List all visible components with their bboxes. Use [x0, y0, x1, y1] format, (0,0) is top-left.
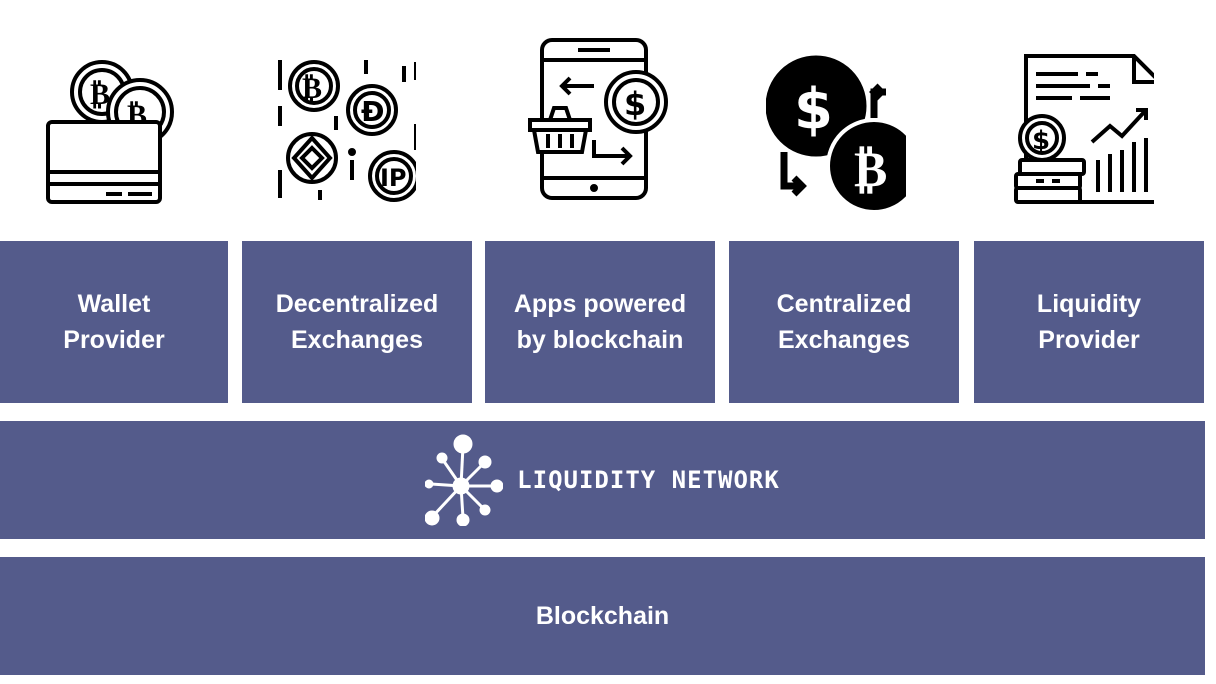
network-node-logo-icon	[424, 434, 504, 527]
liquidity-network-layer: LIQUIDITY NETWORK	[0, 421, 1205, 539]
currency-exchange-icon: $ ₿	[766, 30, 906, 216]
svg-text:IP: IP	[380, 164, 407, 192]
box-label-line1: Decentralized	[275, 290, 439, 318]
wallet-coins-icon: ₿ ₿	[44, 30, 184, 216]
financial-report-icon: $	[1014, 30, 1154, 216]
blockchain-apps-box: Apps powered by blockchain	[485, 241, 715, 403]
svg-text:₿: ₿	[302, 71, 322, 106]
box-label-line1: Wallet	[77, 290, 151, 318]
svg-text:₿: ₿	[90, 77, 110, 112]
box-label-line2: Exchanges	[290, 326, 423, 354]
box-label-line2: Exchanges	[777, 326, 910, 354]
svg-text:Đ: Đ	[361, 95, 384, 128]
box-label-line1: Liquidity	[1036, 290, 1142, 318]
box-label-line2: Provider	[1038, 326, 1140, 354]
svg-text:$: $	[624, 85, 646, 123]
crypto-tokens-icon: ₿ Đ IP	[276, 30, 416, 216]
box-label-line2: by blockchain	[516, 326, 684, 354]
box-label-line1: Centralized	[776, 290, 912, 318]
svg-text:₿: ₿	[854, 140, 887, 198]
mobile-payment-icon: $	[528, 30, 668, 216]
blockchain-label: Blockchain	[535, 601, 670, 630]
svg-text:$: $	[1032, 126, 1050, 156]
box-label-line1: Apps powered	[513, 290, 687, 318]
blockchain-layer: Blockchain	[0, 557, 1205, 675]
liquidity-network-label: LIQUIDITY NETWORK	[517, 466, 780, 494]
box-label-line2: Provider	[63, 326, 165, 354]
svg-text:$: $	[794, 77, 833, 142]
